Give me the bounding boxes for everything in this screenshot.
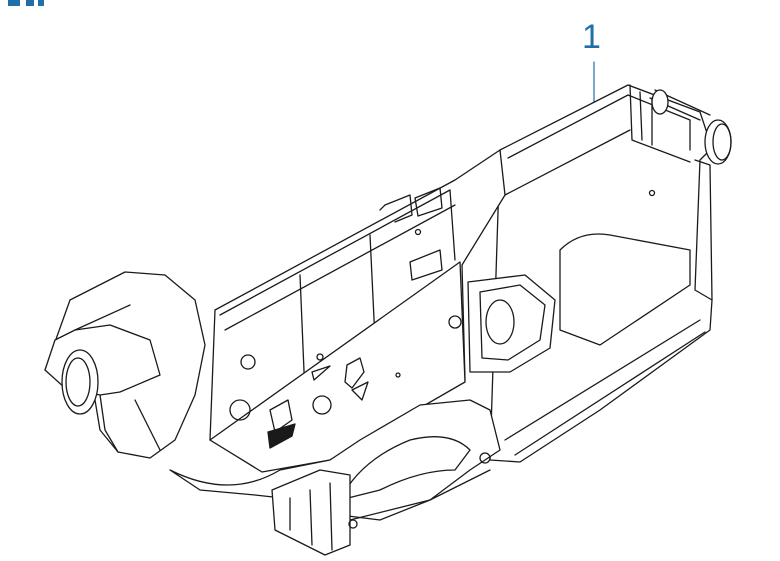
header-accent-bar bbox=[0, 0, 48, 6]
trigger-guard bbox=[169, 399, 501, 521]
pivot-pin bbox=[649, 89, 732, 165]
magazine-well bbox=[489, 84, 713, 463]
callout-number-1: 1 bbox=[582, 18, 601, 56]
bolt-catch-window bbox=[467, 274, 556, 373]
trigger-housing bbox=[271, 469, 358, 556]
buffer-tube-mount bbox=[44, 271, 206, 459]
